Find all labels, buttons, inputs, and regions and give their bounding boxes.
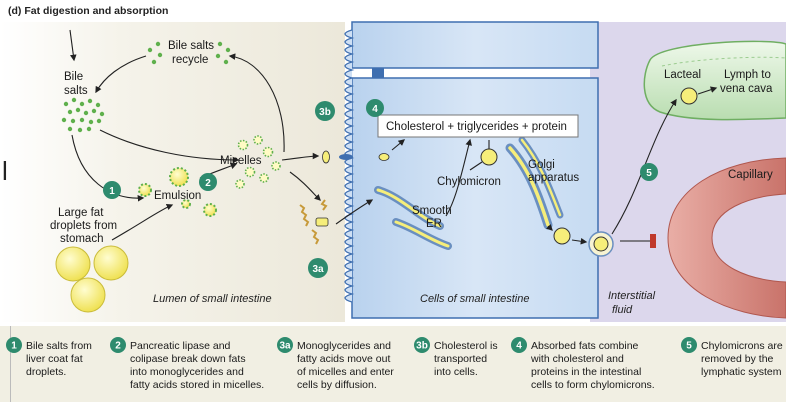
smooth-er-label-1: Smooth: [412, 205, 452, 217]
legend-step-number-badge: [110, 337, 126, 353]
legend-step-number-badge: [6, 337, 22, 353]
legend-step-number-badge: [277, 337, 293, 353]
legend-step-line: liver coat fat: [26, 353, 83, 365]
smooth-er: [374, 186, 452, 250]
lymph-label-1: Lymph to: [724, 69, 771, 81]
lacteal-vessel: [643, 40, 786, 121]
legend-step-line: lymphatic system: [701, 366, 782, 378]
step-marker-3b: 3b: [315, 101, 335, 121]
large-fat-droplets: [55, 245, 129, 313]
svg-text:4: 4: [372, 104, 378, 115]
large-fat-label-1: Large fat: [58, 207, 104, 219]
smooth-er-label-2: ER: [426, 218, 442, 230]
legend-step-line: Cholesterol is: [434, 340, 498, 352]
cholesterol-box: [377, 114, 579, 138]
bile-label: Bile: [64, 71, 83, 83]
legend-step-line: fatty acids move out: [297, 353, 390, 365]
micelles: [235, 135, 281, 189]
legend-step-line: droplets.: [26, 366, 66, 378]
salts-label: salts: [64, 85, 88, 97]
svg-text:1: 1: [109, 186, 115, 197]
golgi-label-1: Golgi: [528, 159, 555, 171]
legend-step-line: removed by the: [701, 353, 774, 365]
panel-title: (d) Fat digestion and absorption: [8, 5, 168, 17]
legend-step-line: of micelles and enter: [297, 366, 394, 378]
chylomicron-label: Chylomicron: [437, 176, 501, 188]
micelles-label: Micelles: [220, 155, 262, 167]
bile-salts-recycle-label-2: recycle: [172, 54, 208, 66]
step-marker-1: 1: [103, 181, 121, 199]
legend-step-line: into monoglycerides and: [130, 366, 244, 378]
legend-step-number-badge: [414, 337, 430, 353]
legend-step-line: Absorbed fats combine: [531, 340, 639, 352]
legend-step-number-badge: [681, 337, 697, 353]
large-fat-label-2: droplets from: [50, 220, 117, 232]
legend-step-line: proteins in the intestinal: [531, 366, 641, 378]
legend-step-number: 3b: [416, 341, 428, 352]
legend-step-line: fatty acids stored in micelles.: [130, 379, 264, 391]
pathway-arrows: [69, 29, 718, 245]
svg-text:2: 2: [205, 178, 211, 189]
legend-step-line: cells by diffusion.: [297, 379, 377, 391]
legend-step-number: 3a: [279, 341, 291, 352]
lacteal-label: Lacteal: [664, 69, 701, 81]
legend-step-line: transported: [434, 353, 487, 365]
edge-glyph: l: [2, 156, 8, 186]
intestinal-cells: [344, 21, 599, 319]
legend-step-line: Pancreatic lipase and: [130, 340, 231, 352]
step-marker-3a: 3a: [308, 258, 328, 278]
recycled-bile-salts-particles: [147, 41, 231, 65]
svg-text:3b: 3b: [319, 107, 331, 118]
legend-step-line: Bile salts from: [26, 340, 92, 352]
fatty-acid-strands: [299, 199, 328, 245]
emulsion-label: Emulsion: [154, 190, 201, 202]
legend-step-number-badge: [511, 337, 527, 353]
lymph-label-2: vena cava: [720, 83, 773, 95]
legend-step-line: Chylomicrons are: [701, 340, 783, 352]
transport-protein: [339, 154, 353, 160]
golgi-apparatus: [505, 136, 564, 230]
legend-step-number: 4: [516, 341, 522, 352]
lumen-label: Lumen of small intestine: [153, 293, 272, 305]
legend-step-number: 2: [115, 341, 121, 352]
legend-step-line: with cholesterol and: [530, 353, 624, 365]
legend-strip: [0, 326, 786, 402]
step-marker-2: 2: [199, 173, 217, 191]
cells-label: Cells of small intestine: [420, 293, 529, 305]
legend-step-line: cells to form chylomicrons.: [531, 379, 655, 391]
cholesterol-inside: [378, 153, 390, 161]
capillary-vessel: [667, 157, 786, 319]
bile-salts-recycle-label-1: Bile salts: [168, 40, 214, 52]
legend-step-number: 1: [11, 341, 17, 352]
interstitial-label-2: fluid: [612, 304, 633, 316]
legend-step-number: 5: [686, 341, 692, 352]
bile-salts-particles: [61, 97, 105, 133]
legend-step-line: colipase break down fats: [130, 353, 246, 365]
chylomicrons: [480, 87, 698, 257]
cholesterol-molecule: [322, 150, 330, 164]
step-marker-4: 4: [366, 99, 384, 117]
emulsion-droplets: [138, 167, 217, 217]
interstitial-label-1: Interstitial: [608, 290, 656, 302]
monoglyceride-molecule: [315, 217, 329, 227]
legend-step-line: into cells.: [434, 366, 478, 378]
large-fat-label-3: stomach: [60, 233, 103, 245]
svg-text:3a: 3a: [312, 264, 324, 275]
legend-step-line: Monoglycerides and: [297, 340, 391, 352]
cholesterol-box-label: Cholesterol + triglycerides + protein: [386, 121, 567, 133]
svg-text:5: 5: [646, 168, 652, 179]
golgi-label-2: apparatus: [528, 172, 579, 184]
step-marker-5: 5: [640, 163, 658, 181]
capillary-barrier-marker: [650, 234, 656, 248]
capillary-label: Capillary: [728, 169, 773, 181]
